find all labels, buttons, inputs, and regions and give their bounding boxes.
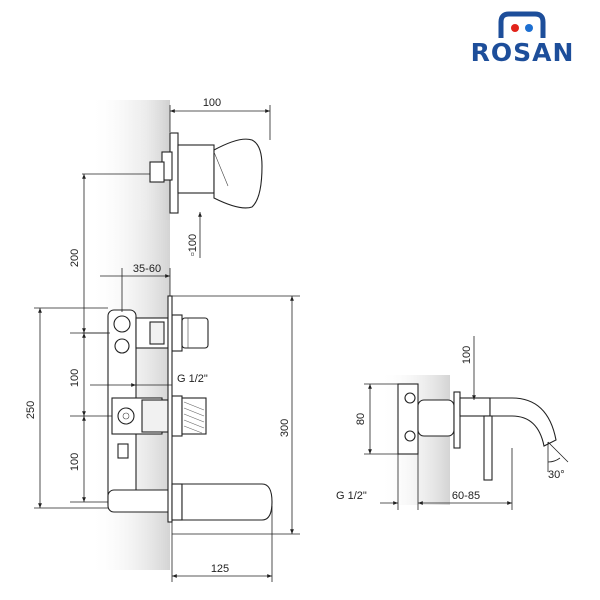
- dim-square: ▫100: [187, 234, 199, 256]
- dim-60-85: 60-85: [452, 490, 480, 502]
- rosan-logo: ROSAN: [455, 8, 590, 68]
- thread-right: G 1/2": [336, 490, 367, 502]
- dim-200: 200: [69, 249, 81, 267]
- dim-100-upper: 100: [69, 369, 81, 387]
- angle-spout-line: [547, 441, 569, 463]
- dim-100-lower: 100: [69, 453, 81, 471]
- wall-plate: [167, 295, 173, 523]
- dim-250: 250: [25, 401, 37, 419]
- lever-handle: [171, 483, 273, 521]
- mixer-body: [111, 395, 207, 459]
- dim-300: 300: [279, 419, 291, 437]
- dim-angle-30: 30°: [548, 469, 565, 481]
- thread-left: G 1/2": [177, 373, 208, 385]
- dim-spout-100: 100: [461, 346, 473, 364]
- dim-top-width: 100: [203, 97, 221, 109]
- dim-35-60: 35-60: [133, 263, 161, 275]
- spout: [397, 383, 557, 481]
- logo-mark-icon: [498, 11, 546, 38]
- logo-wordmark: ROSAN: [470, 38, 575, 67]
- angle-arc: [547, 457, 561, 463]
- dim-125: 125: [211, 563, 229, 575]
- top-view-handle: [149, 132, 263, 214]
- upper-valve: [135, 314, 209, 352]
- dim-80: 80: [355, 413, 367, 425]
